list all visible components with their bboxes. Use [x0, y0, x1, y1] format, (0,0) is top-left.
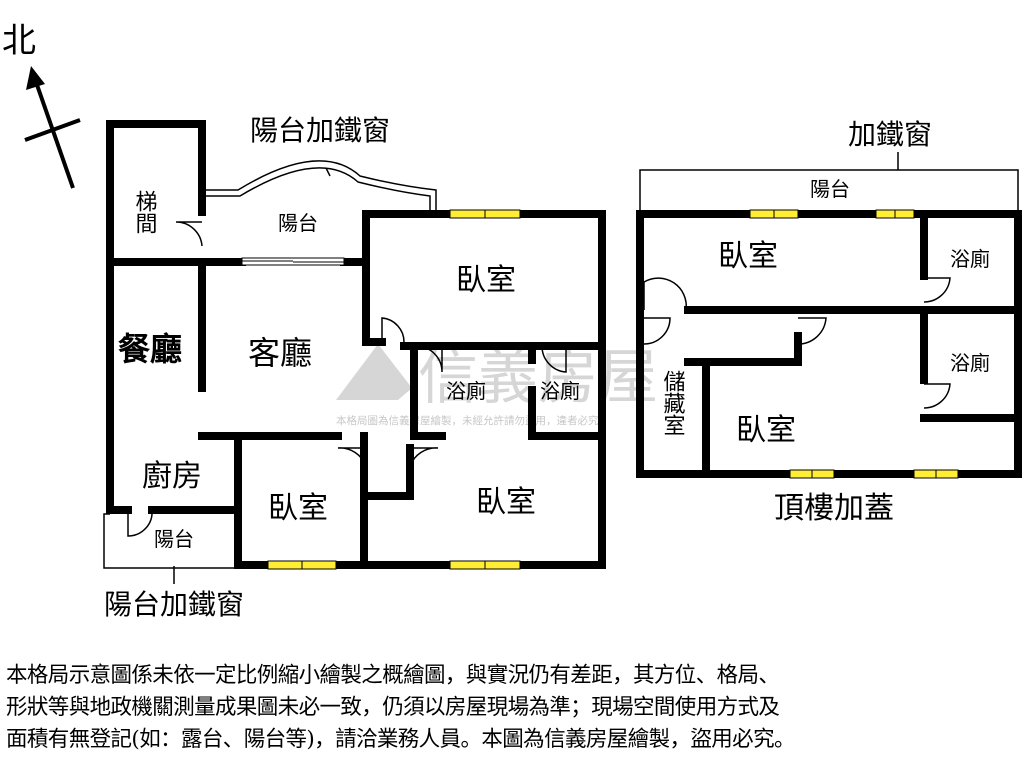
roof-floor-walls	[636, 152, 1022, 478]
roof-room-storage: 儲藏室	[660, 370, 686, 436]
roof-floor-doors	[643, 277, 951, 409]
room-kitchen: 廚房	[142, 459, 202, 494]
watermark-note: 本格局圖為信義房屋繪製，未經允許請勿盜用，違者必究	[336, 414, 599, 427]
door-roof-bath1-icon	[923, 277, 951, 303]
watermark-brand: 信義房屋	[418, 343, 658, 413]
door-roof-bedroom2-icon	[797, 317, 827, 345]
disclaimer-line-1: 本格局示意圖係未依一定比例縮小繪製之概繪圖，與實況仍有差距，其方位、格局、	[6, 663, 780, 688]
callout-balcony-bottom: 陽台加鐵窗	[104, 588, 244, 621]
room-bath-1: 浴廁	[446, 379, 486, 403]
door-bedroom-ne-icon	[381, 317, 405, 343]
roof-room-bedroom-2: 臥室	[736, 413, 796, 448]
roof-room-bath-2: 浴廁	[950, 351, 990, 375]
door-storage-icon	[643, 317, 671, 345]
door-stairs-icon	[175, 221, 203, 247]
room-balcony: 陽台	[278, 211, 318, 235]
room-stairs: 梯間	[132, 190, 158, 234]
room-kitchen-balcony: 陽台	[154, 527, 194, 551]
room-bath-2: 浴廁	[540, 379, 580, 403]
roof-floor-windows	[749, 209, 959, 479]
watermark-logo-icon	[336, 344, 412, 400]
room-bedroom-s2: 臥室	[476, 485, 536, 520]
room-living: 客廳	[248, 334, 312, 372]
roof-room-bath-1: 浴廁	[950, 247, 990, 271]
main-balcony-outline	[103, 160, 437, 584]
door-kitchen-icon	[127, 509, 153, 537]
main-floor-doors	[127, 221, 567, 537]
door-bath2-icon	[541, 345, 567, 373]
door-bedroom-s1-icon	[337, 447, 367, 467]
roof-room-bedroom-1: 臥室	[718, 239, 778, 274]
compass-label: 北	[2, 21, 36, 61]
watermark: 信義房屋 本格局圖為信義房屋繪製，未經允許請勿盜用，違者必究	[336, 343, 658, 427]
callout-balcony-top: 陽台加鐵窗	[250, 114, 390, 147]
room-bedroom-ne: 臥室	[456, 263, 516, 298]
door-bedroom-s2-icon	[409, 447, 439, 467]
room-dining: 餐廳	[118, 330, 182, 368]
roof-room-balcony: 陽台	[810, 177, 850, 201]
door-bath1-icon	[415, 345, 443, 373]
roof-callout: 加鐵窗	[848, 118, 932, 151]
door-roof-stair-icon	[643, 277, 688, 311]
roof-floor-title: 頂樓加蓋	[774, 491, 894, 526]
disclaimer-line-2: 形狀等與地政機關測量成果圖未必一致，仍須以房屋現場為準；現場空間使用方式及	[6, 695, 780, 720]
floor-plan: 北 信義房屋 本格局圖為信義房屋繪製，未經允許請勿盜用，違者必究	[2, 21, 1022, 621]
disclaimer-line-3: 面積有無登記(如：露台、陽台等)，請洽業務人員。本圖為信義房屋繪製，盜用必究。	[6, 727, 795, 752]
disclaimer: 本格局示意圖係未依一定比例縮小繪製之概繪圖，與實況仍有差距，其方位、格局、 形狀…	[6, 660, 1018, 756]
door-roof-bath2-icon	[923, 383, 951, 409]
north-compass-icon	[24, 66, 81, 189]
room-bedroom-s1: 臥室	[268, 491, 328, 526]
main-floor-windows	[267, 209, 521, 570]
